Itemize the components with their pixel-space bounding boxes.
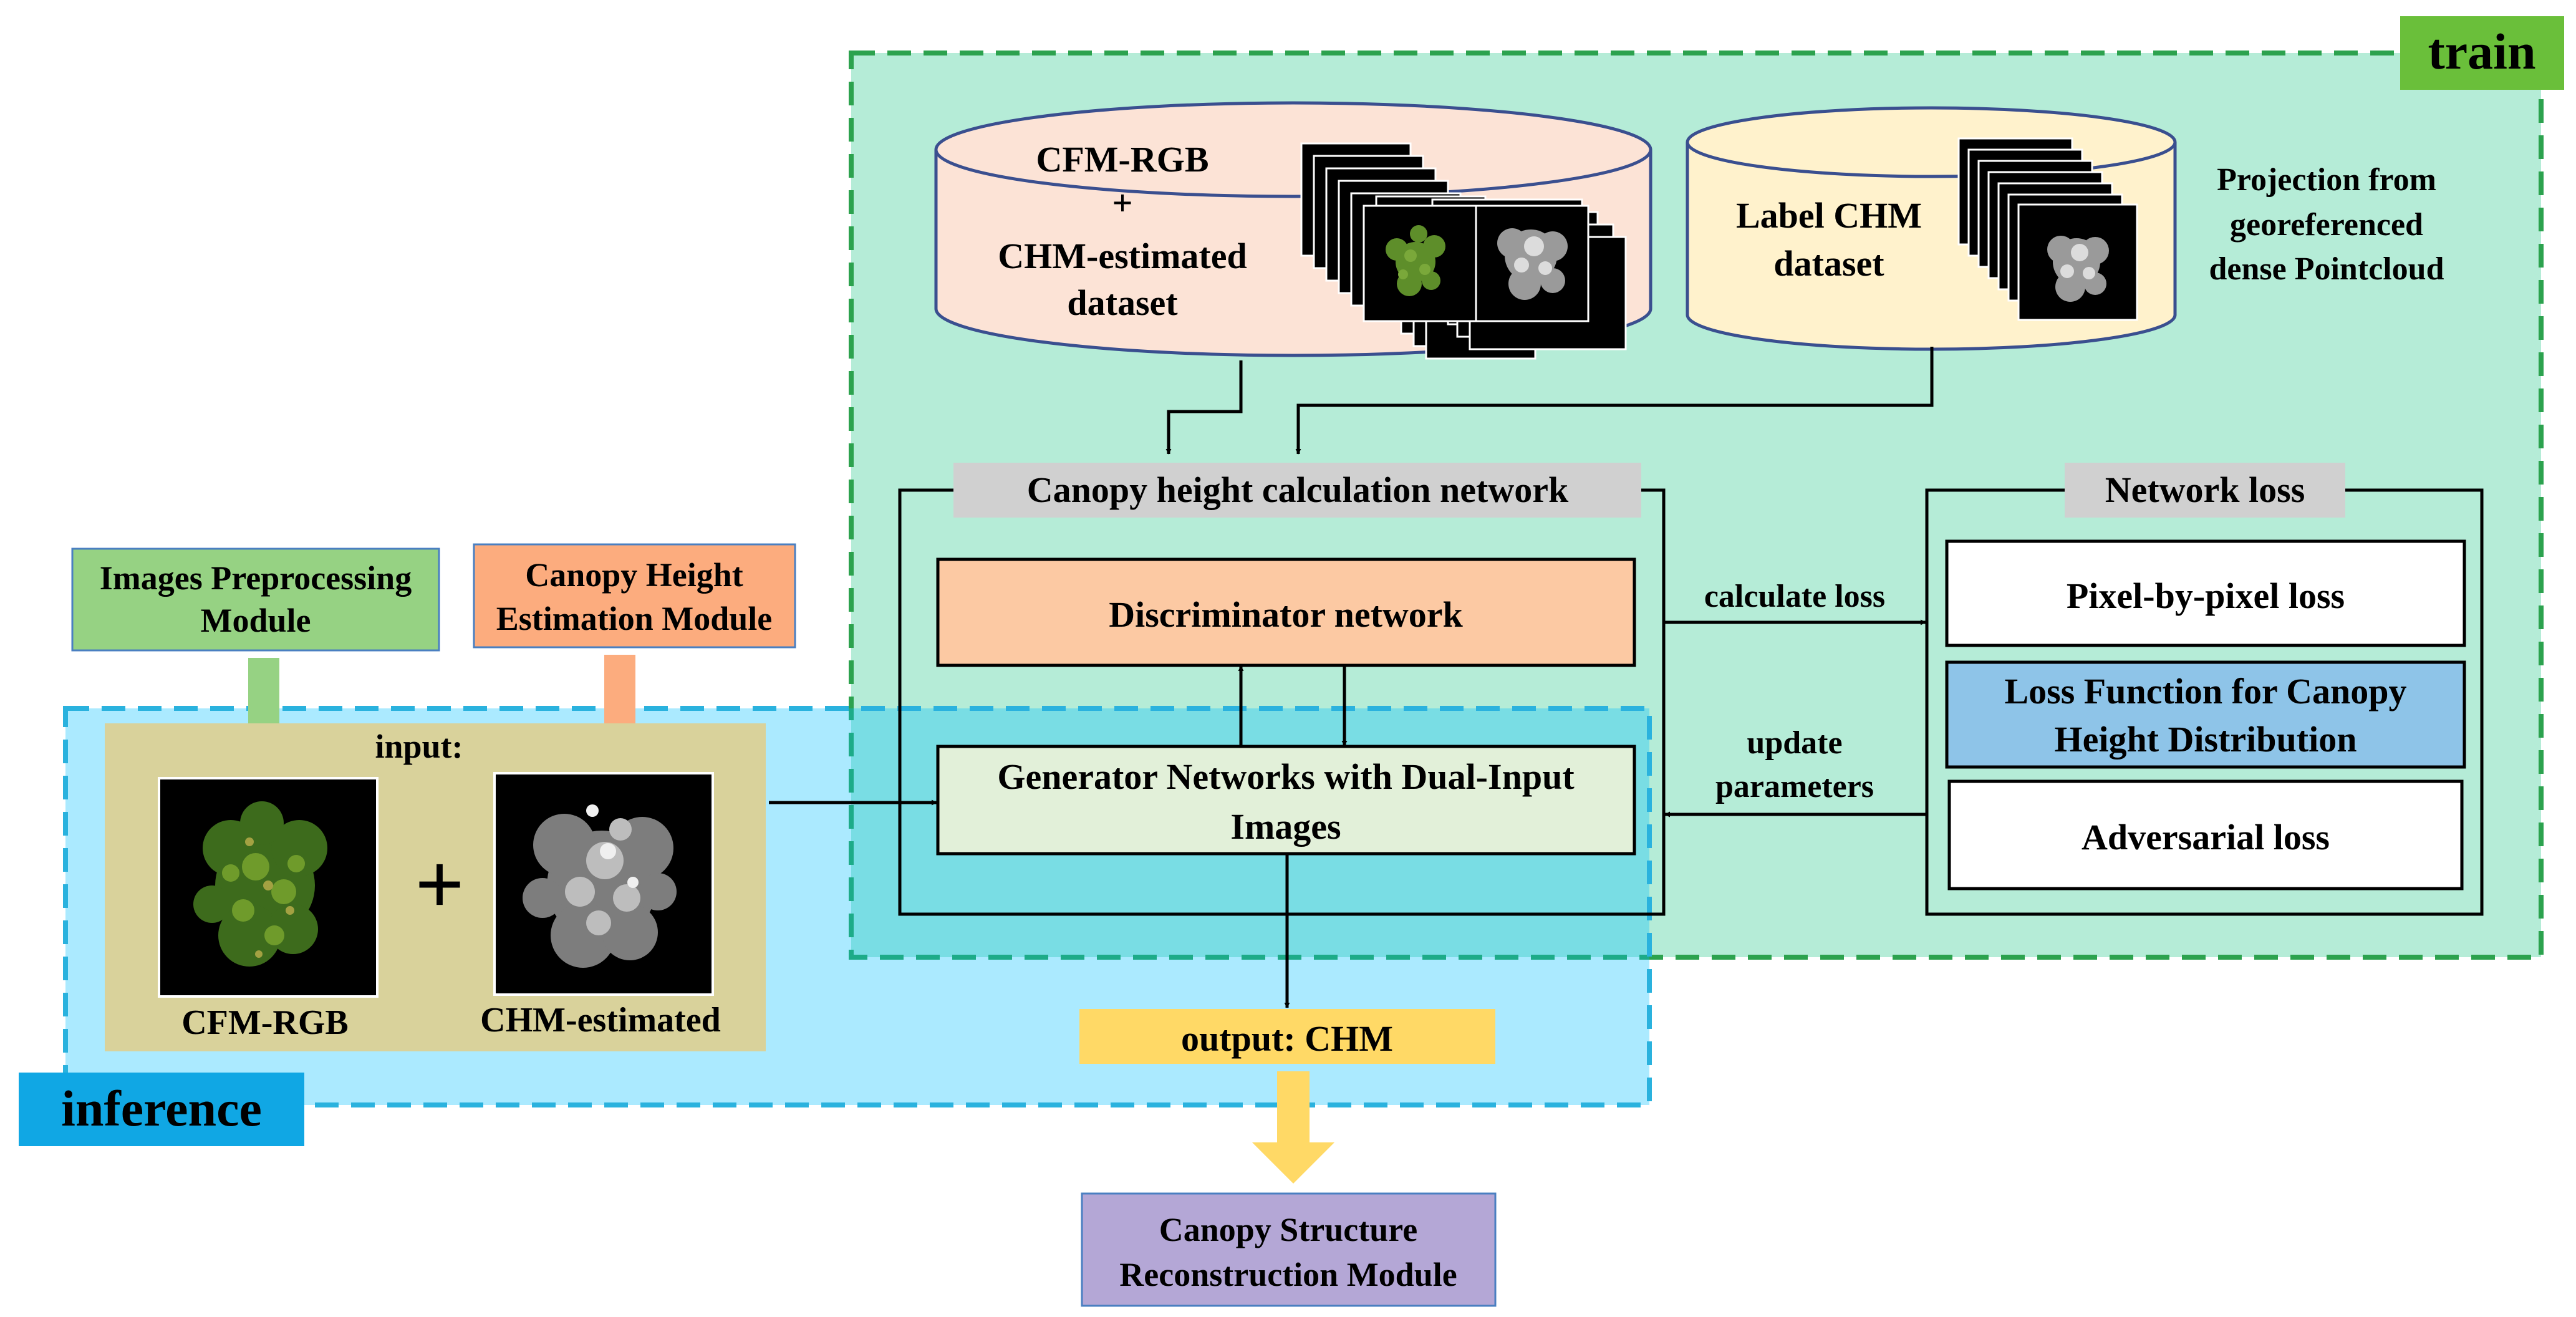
calculate-loss-label: calculate loss (1704, 579, 1885, 614)
distribution-loss-line1: Loss Function for Canopy (2004, 671, 2406, 712)
preprocessing-line1: Images Preprocessing (100, 559, 412, 597)
rgb-to-network-connector (1165, 360, 1243, 455)
train-tag-label: train (2428, 23, 2535, 80)
adversarial-loss-box (1947, 779, 2464, 890)
label-dataset-line1: Label CHM (1736, 195, 1922, 236)
input-chm-canopy (523, 804, 677, 968)
rgb-dataset-line2: + (1112, 183, 1132, 223)
network-title-bar (953, 463, 1641, 518)
rgb-dataset-line4: dataset (1067, 282, 1178, 323)
label-to-network-connector (1295, 347, 1934, 455)
discriminator-label: Discriminator network (1109, 594, 1463, 635)
rgb-thumbnail-pair (1363, 205, 1589, 322)
generator-line2: Images (1230, 806, 1341, 847)
inference-tag (19, 1073, 304, 1146)
projection-line3: dense Pointcloud (2209, 251, 2444, 287)
loss-title: Network loss (2105, 470, 2305, 510)
pixel-loss-label: Pixel-by-pixel loss (2067, 576, 2345, 616)
train-tag (2400, 16, 2564, 90)
rgb-dataset-line3: CHM-estimated (998, 236, 1247, 276)
input-chm-label: CHM-estimated (480, 1001, 721, 1040)
output-down-arrow (1252, 1071, 1334, 1184)
loss-title-bar (2065, 463, 2345, 518)
reconstruction-line2: Reconstruction Module (1119, 1256, 1457, 1293)
inference-tag-label: inference (61, 1080, 262, 1137)
discriminator-box (936, 557, 1636, 667)
height-module-line1: Canopy Height (525, 556, 743, 594)
height-module-box (473, 543, 796, 649)
update-label-line1: update (1747, 725, 1842, 761)
update-label-line2: parameters (1715, 769, 1874, 804)
preprocessing-line2: Module (200, 602, 311, 639)
input-plus: + (415, 836, 465, 933)
input-rgb-canopy (193, 801, 327, 967)
pixel-loss-box (1945, 539, 2466, 647)
height-module-line2: Estimation Module (496, 600, 773, 637)
label-image-stack (1957, 137, 2138, 321)
output-label: output: CHM (1181, 1018, 1393, 1059)
adversarial-loss-label: Adversarial loss (2082, 817, 2330, 857)
reconstruction-module-box (1081, 1192, 1497, 1307)
distribution-loss-box (1945, 660, 2466, 769)
generator-line1: Generator Networks with Dual-Input (997, 756, 1575, 797)
label-dataset-line2: dataset (1773, 243, 1884, 284)
network-title: Canopy height calculation network (1027, 470, 1569, 510)
preprocessing-module-box (71, 548, 440, 652)
rgb-dataset-line1: CFM-RGB (1036, 139, 1208, 180)
reconstruction-line1: Canopy Structure (1159, 1211, 1418, 1248)
input-rgb-label: CFM-RGB (181, 1003, 349, 1042)
output-bar (1079, 1009, 1495, 1064)
projection-line2: georeferenced (2230, 207, 2423, 243)
input-title: input: (375, 728, 463, 765)
projection-line1: Projection from (2217, 162, 2436, 198)
generator-box (936, 745, 1636, 856)
distribution-loss-line2: Height Distribution (2055, 719, 2357, 760)
